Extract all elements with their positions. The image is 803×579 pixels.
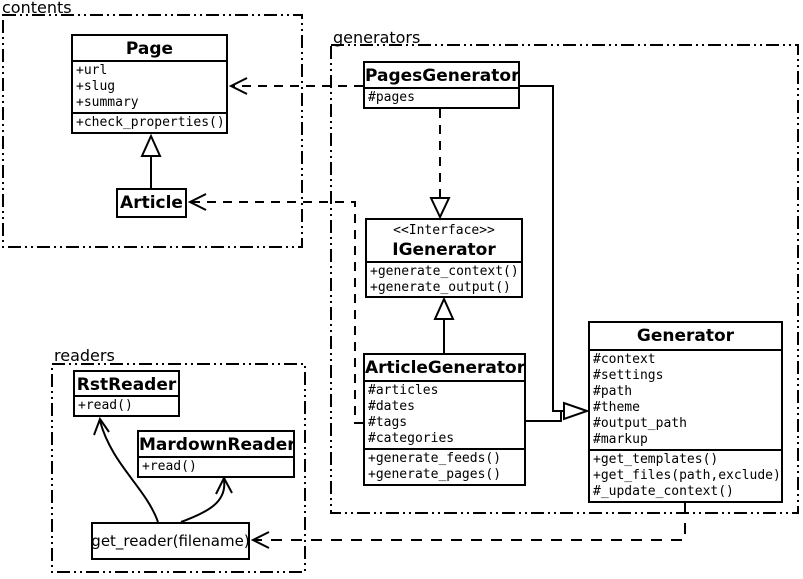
package-label-readers: readers [54, 346, 115, 365]
method: #_update_context() [593, 484, 734, 499]
attribute: #settings [593, 368, 664, 383]
class-mardownreader-methods: +read() [139, 456, 293, 476]
class-articlegenerator-title: ArticleGenerator [365, 358, 524, 378]
edge-pagesgenerator-to-igenerator-realization [429, 109, 451, 220]
class-article: Article [116, 188, 187, 218]
class-generator-attributes: #context #settings #path #theme #output_… [590, 349, 781, 449]
edge-pagesgenerator-to-page-dependency [228, 77, 363, 95]
class-rstreader: RstReader +read() [73, 370, 180, 417]
attribute: #theme [593, 400, 640, 415]
class-igenerator-header: <<Interface>> IGenerator [367, 220, 521, 261]
class-page-title: Page [125, 39, 174, 59]
class-pagesgenerator-attributes: #pages [365, 87, 518, 107]
method: +generate_output() [370, 280, 511, 295]
package-label-generators: generators [333, 28, 421, 47]
class-pagesgenerator: PagesGenerator #pages [363, 61, 520, 109]
edge-generators-to-generator-generalization [520, 85, 591, 422]
attribute: +url [76, 63, 108, 78]
attribute: #articles [368, 383, 439, 398]
attribute: #dates [368, 399, 415, 414]
attribute: #pages [368, 90, 415, 105]
class-igenerator: <<Interface>> IGenerator +generate_conte… [365, 218, 523, 298]
class-pagesgenerator-title: PagesGenerator [365, 66, 518, 86]
attribute: #output_path [593, 416, 687, 431]
class-page-methods: +check_properties() [73, 112, 226, 132]
method: +check_properties() [76, 115, 225, 130]
class-igenerator-stereotype: <<Interface>> [393, 223, 495, 238]
attribute: #categories [368, 431, 455, 446]
class-igenerator-title: IGenerator [392, 240, 496, 260]
method: +read() [78, 398, 133, 413]
method: +read() [142, 459, 197, 474]
class-mardownreader: MardownReader +read() [137, 430, 295, 478]
attribute: #path [593, 384, 633, 399]
class-page-attributes: +url +slug +summary [73, 60, 226, 112]
attribute: #tags [368, 415, 408, 430]
edge-generator-to-getreader-dependency [250, 503, 686, 549]
attribute: +slug [76, 79, 116, 94]
method: +generate_context() [370, 264, 519, 279]
method: +generate_feeds() [368, 451, 502, 466]
class-page: Page +url +slug +summary +check_properti… [71, 34, 228, 134]
class-mardownreader-title: MardownReader [139, 435, 293, 455]
package-border-generators [330, 44, 799, 514]
package-border-contents [2, 14, 303, 248]
edge-articlegenerator-to-igenerator-generalization [433, 296, 455, 353]
edge-getreader-to-mardownreader [180, 475, 233, 523]
class-generator: Generator #context #settings #path #them… [588, 321, 783, 503]
class-igenerator-methods: +generate_context() +generate_output() [367, 261, 521, 297]
class-generator-title: Generator [636, 326, 735, 346]
edge-articlegenerator-to-article-dependency [187, 193, 363, 424]
attribute: +summary [76, 95, 139, 110]
method: +get_templates() [593, 452, 719, 467]
function-box-get-reader: get_reader(filename) [91, 522, 250, 560]
package-border-readers [51, 363, 306, 573]
class-rstreader-methods: +read() [75, 395, 178, 415]
class-articlegenerator-methods: +generate_feeds() +generate_pages() [365, 448, 524, 484]
attribute: #markup [593, 432, 648, 447]
method: +get_files(path,exclude) [593, 468, 781, 483]
edge-article-to-page-generalization [140, 133, 162, 188]
package-label-contents: contents [2, 0, 72, 17]
edge-getreader-to-rstreader [93, 416, 159, 523]
class-articlegenerator: ArticleGenerator #articles #dates #tags … [363, 353, 526, 486]
class-articlegenerator-attributes: #articles #dates #tags #categories [365, 380, 524, 448]
class-article-title: Article [120, 193, 183, 213]
attribute: #context [593, 352, 656, 367]
class-rstreader-title: RstReader [76, 375, 177, 395]
method: +generate_pages() [368, 467, 502, 482]
class-generator-methods: +get_templates() +get_files(path,exclude… [590, 449, 781, 501]
